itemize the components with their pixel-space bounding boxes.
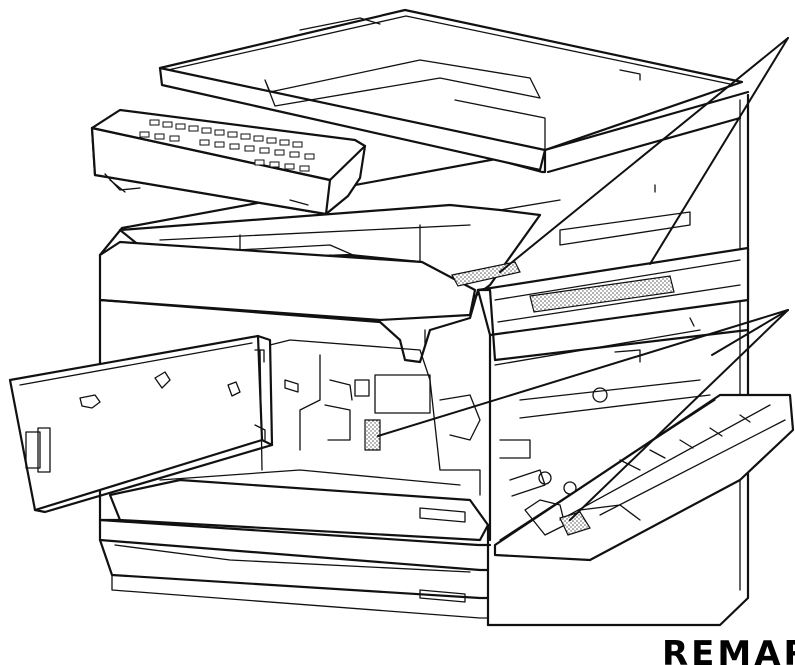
side-cover-label [559, 511, 591, 536]
door-fastener-icon [79, 371, 241, 409]
inner-center-label [364, 419, 381, 451]
upper-right-label [529, 275, 675, 313]
upper-left-label [451, 261, 521, 287]
paper-tray-lower [98, 523, 490, 627]
front-cover-open [8, 334, 274, 514]
control-panel-keys [139, 119, 315, 172]
paper-tray-upper [98, 469, 492, 572]
platen-cover [158, 8, 744, 174]
warning-labels [364, 261, 675, 536]
control-panel [90, 108, 367, 216]
copier-body [98, 90, 750, 627]
figure-caption: REMARQ [662, 634, 795, 665]
leader-lines [377, 37, 789, 521]
